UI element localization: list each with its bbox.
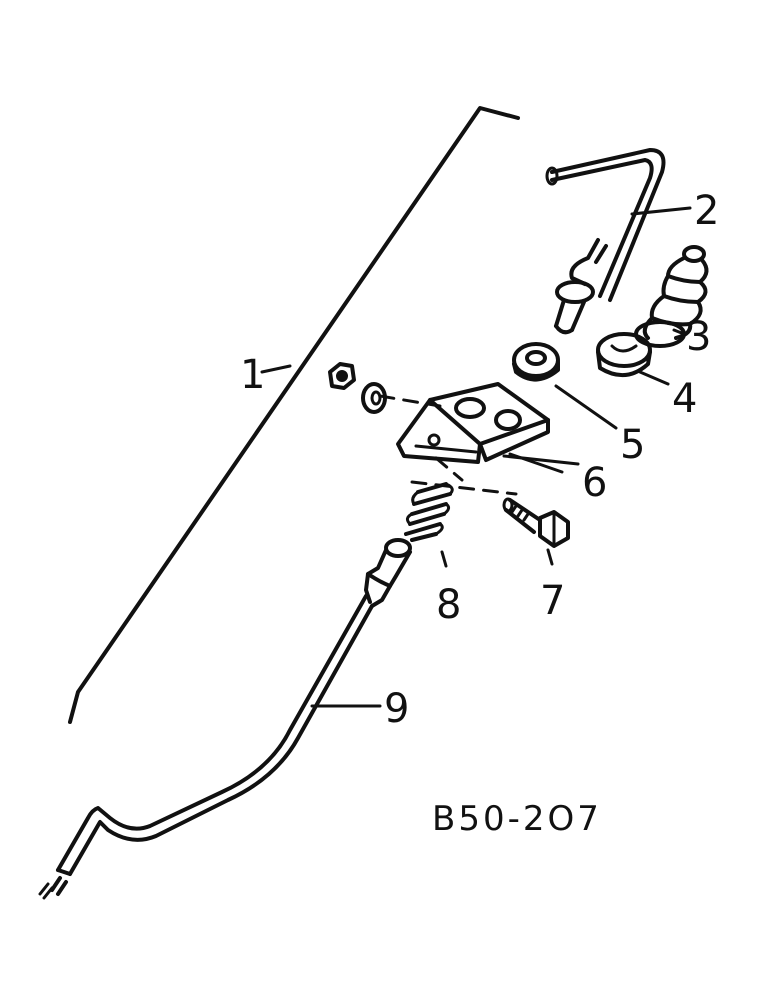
drawing-code: B50-2O7: [432, 799, 602, 839]
part-6-bracket: [396, 382, 550, 464]
callout-4: 4: [672, 376, 697, 422]
part-9-rod: [38, 538, 412, 900]
part-8-spring: [404, 482, 454, 542]
assembly-bracket: [68, 106, 520, 724]
assembly-dashed-lines: [378, 394, 518, 496]
callout-7: 7: [540, 578, 565, 624]
part-5-washer: [512, 342, 560, 382]
callout-9: 9: [384, 686, 409, 732]
part-7-bolt: [502, 497, 570, 548]
callout-numbers: 1 2 3 4 5 6 7 8 9: [240, 188, 719, 732]
callout-8: 8: [436, 582, 461, 628]
callout-1: 1: [240, 352, 265, 398]
callout-2: 2: [694, 188, 719, 234]
part-4-cup-washer: [596, 332, 652, 377]
leader-lines: [260, 206, 692, 708]
nut-and-washer: [328, 362, 387, 414]
callout-5: 5: [620, 422, 645, 468]
callout-3: 3: [686, 314, 711, 360]
part-3-rubber-boot: [634, 245, 709, 348]
part-2-bent-rod: [545, 148, 666, 335]
callout-6: 6: [582, 460, 607, 506]
